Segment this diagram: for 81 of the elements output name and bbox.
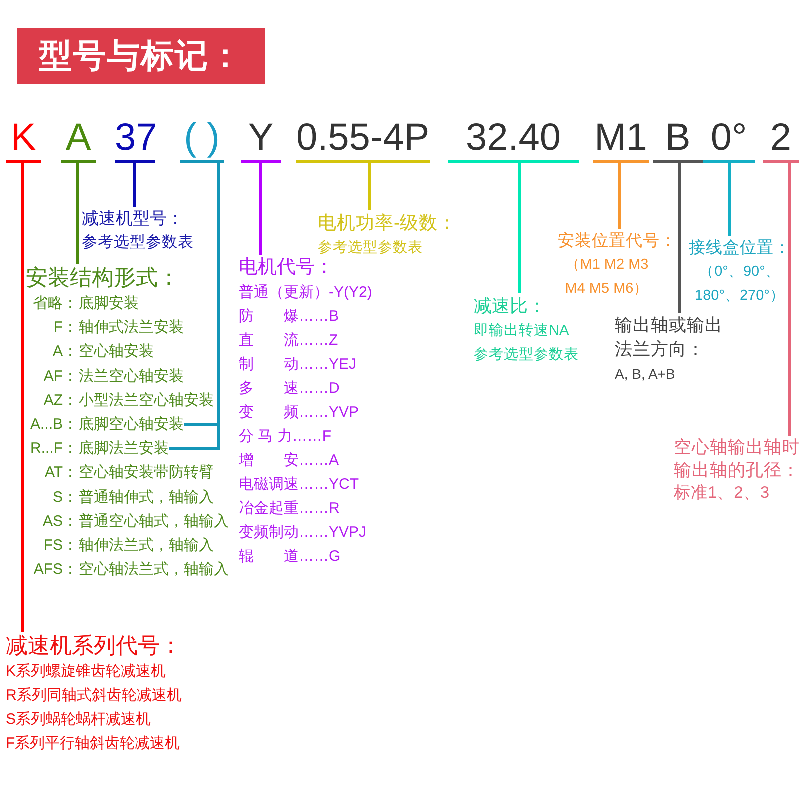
model-code-segment: B xyxy=(653,116,703,163)
series-list-item: R系列同轴式斜齿轮减速机 xyxy=(6,686,182,706)
mounting-description: 轴伸法兰式，轴输入 xyxy=(78,536,214,556)
annotation-text: （M1 M2 M3 M4 M5 M6） xyxy=(564,256,650,299)
code-list-item: 制 动……YEJ xyxy=(239,355,357,375)
annotation-text: 参考选型参数表 xyxy=(474,346,579,365)
model-code-segment: 0.55-4P xyxy=(296,116,430,163)
mounting-code: S： xyxy=(52,488,78,508)
mounting-description: 普通轴伸式，轴输入 xyxy=(78,488,214,508)
series-list-item: S系列蜗轮蜗杆减速机 xyxy=(6,710,152,730)
series-list-item: F系列平行轴斜齿轮减速机 xyxy=(6,734,180,754)
mounting-description: 空心轴安装 xyxy=(78,342,154,362)
code-list-item: 冶金起重……R xyxy=(239,499,340,519)
code-list-item: 变频制动……YVPJ xyxy=(239,523,367,543)
code-list-item: 变 频……YVP xyxy=(239,403,360,423)
model-code-segment: 2 xyxy=(763,116,799,163)
leader-line xyxy=(260,163,262,255)
mounting-description: 小型法兰空心轴安装 xyxy=(78,391,214,411)
annotation-heading: 空心轴输出轴时输出轴的孔径： xyxy=(674,436,800,482)
mounting-code: AFS： xyxy=(32,560,78,580)
model-code-segment: K xyxy=(6,116,41,163)
leader-line xyxy=(618,163,622,229)
title-banner: 型号与标记： xyxy=(17,28,265,84)
mounting-code: 省略： xyxy=(32,294,78,314)
mounting-code: FS： xyxy=(42,536,78,556)
annotation-heading: 减速比： xyxy=(474,295,546,318)
model-code-segment: 0° xyxy=(703,116,755,163)
mounting-code: AT： xyxy=(44,463,78,483)
mounting-description: 空心轴法兰式，轴输入 xyxy=(78,560,229,580)
annotation-heading: 安装结构形式： xyxy=(26,264,180,292)
leader-line xyxy=(368,163,372,210)
annotation-text: 标准1、2、3 xyxy=(674,483,770,504)
model-code-segment: ( ) xyxy=(180,116,224,163)
code-list-item: 增 安……A xyxy=(239,451,340,471)
annotation-heading: 减速机型号： xyxy=(82,208,184,230)
leader-line xyxy=(518,163,522,293)
model-code-segment: 32.40 xyxy=(448,116,579,163)
leader-line xyxy=(134,163,136,207)
code-list-item: 辊 道……G xyxy=(239,547,341,567)
leader-line xyxy=(22,163,24,632)
series-list-item: K系列螺旋锥齿轮减速机 xyxy=(6,662,166,682)
leader-line xyxy=(728,163,732,236)
leader-line xyxy=(169,163,220,450)
mounting-code: F： xyxy=(52,318,78,338)
code-list-item: 直 流……Z xyxy=(239,331,338,351)
model-code-segment: 37 xyxy=(115,116,155,163)
model-code-segment: M1 xyxy=(593,116,649,163)
annotation-text: 参考选型参数表 xyxy=(82,233,194,253)
annotation-heading: 接线盒位置： xyxy=(689,238,791,259)
mounting-description: 空心轴安装带防转臂 xyxy=(78,463,214,483)
mounting-description: 底脚法兰安装 xyxy=(78,439,169,459)
mounting-code: AZ： xyxy=(42,391,78,411)
annotation-heading: 安装位置代号： xyxy=(558,231,677,252)
mounting-description: 底脚空心轴安装 xyxy=(78,415,184,435)
code-list-item: 电磁调速……YCT xyxy=(239,475,359,495)
mounting-description: 轴伸式法兰安装 xyxy=(78,318,184,338)
code-list-item: 多 速……D xyxy=(239,379,340,399)
model-code-segment: A xyxy=(61,116,96,163)
annotation-text: A, B, A+B xyxy=(615,365,676,384)
code-list-item: 普通（更新）-Y(Y2) xyxy=(239,283,372,303)
leader-line xyxy=(76,163,80,264)
mounting-description: 底脚安装 xyxy=(78,294,139,314)
annotation-text: （0°、90°、180°、270°） xyxy=(694,263,786,306)
model-code-segment: Y xyxy=(241,116,281,163)
code-list-item: 防 爆……B xyxy=(239,307,340,327)
annotation-text: 即输出转速NA xyxy=(474,322,570,341)
mounting-code: R...F： xyxy=(30,439,78,459)
code-list-item: 分 马 力……F xyxy=(239,427,332,447)
mounting-code: AS： xyxy=(42,512,78,532)
annotation-heading: 减速机系列代号： xyxy=(6,632,182,660)
leader-line xyxy=(678,163,682,313)
annotation-text: 参考选型参数表 xyxy=(318,239,423,258)
annotation-heading: 电机代号： xyxy=(239,256,334,280)
mounting-description: 普通空心轴式，轴输入 xyxy=(78,512,229,532)
mounting-code: A...B： xyxy=(29,415,78,435)
mounting-code: A： xyxy=(52,342,78,362)
mounting-code: AF： xyxy=(42,367,78,387)
mounting-description: 法兰空心轴安装 xyxy=(78,367,184,387)
leader-line xyxy=(788,163,792,436)
annotation-heading: 输出轴或输出法兰方向： xyxy=(615,314,724,361)
annotation-heading: 电机功率-级数： xyxy=(318,211,458,235)
